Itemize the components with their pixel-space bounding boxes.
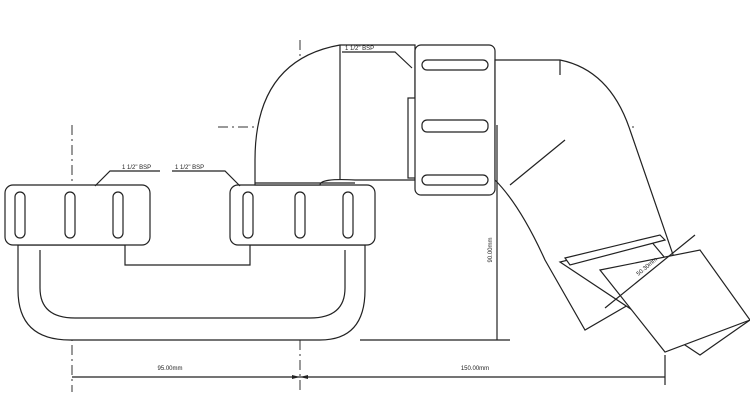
- left-nut: [4, 184, 151, 246]
- u-bend-body: [17, 244, 366, 341]
- elbow-pipe: [254, 44, 416, 186]
- thread-label-top: 1 1/2" BSP: [345, 46, 374, 52]
- dimension-left-label: 95.00mm: [157, 366, 182, 372]
- dimension-right-label: 150.00mm: [461, 366, 489, 372]
- u-bend-inner-line: [39, 250, 346, 319]
- middle-nut: [229, 184, 376, 246]
- dimension-vertical-label: 90.00mm: [488, 237, 494, 262]
- outlet-cylinder: [558, 234, 750, 356]
- thread-label-middle: 1 1/2" BSP: [175, 165, 204, 171]
- top-nut: [407, 44, 496, 196]
- thread-label-left: 1 1/2" BSP: [122, 165, 151, 171]
